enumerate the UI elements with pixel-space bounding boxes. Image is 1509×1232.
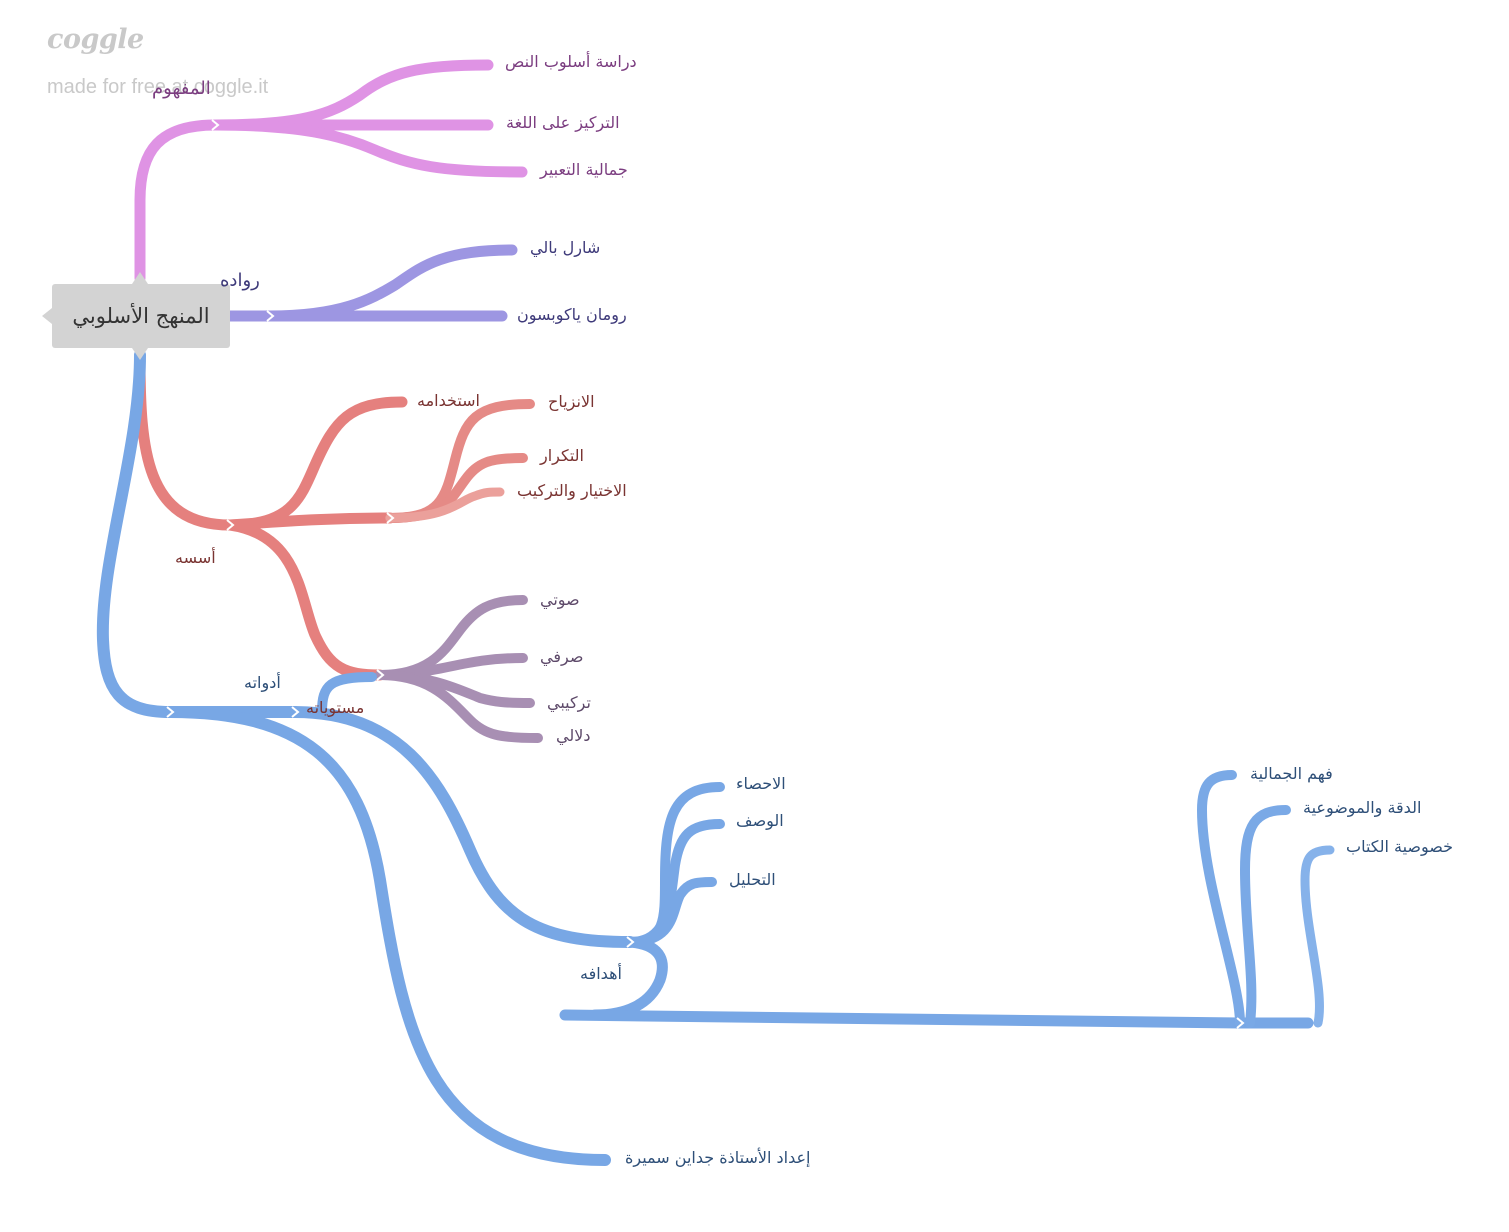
edge-foundations-levels — [224, 519, 386, 681]
node-goal-child[interactable]: فهم الجمالية — [1250, 764, 1333, 783]
edge-goals-long — [559, 1009, 1246, 1029]
node-concept-child[interactable]: دراسة أسلوب النص — [505, 52, 637, 71]
junction-marker — [376, 669, 385, 681]
node-level-child[interactable]: صرفي — [540, 647, 584, 666]
edge-tools-levels-link — [317, 672, 377, 717]
junction-marker — [386, 512, 395, 524]
node-goals[interactable]: أهدافه — [580, 964, 622, 983]
node-usage-child[interactable]: التكرار — [540, 446, 584, 465]
node-usage-child[interactable]: الانزياح — [548, 392, 595, 411]
node-founders[interactable]: رواده — [220, 270, 260, 291]
junction-marker — [266, 310, 275, 322]
node-tool-child[interactable]: الاحصاء — [736, 774, 786, 793]
edge-tools-author — [164, 706, 611, 1166]
node-level-child[interactable]: دلالي — [556, 726, 591, 745]
node-foundations[interactable]: أسسه — [175, 548, 216, 567]
coggle-logo: coggle — [47, 24, 144, 55]
node-usage[interactable]: استخدامه — [417, 391, 480, 410]
node-usage-child[interactable]: الاختيار والتركيب — [517, 481, 627, 500]
junction-marker — [226, 519, 235, 531]
node-level-child[interactable]: صوتي — [540, 590, 580, 609]
node-concept-child[interactable]: التركيز على اللغة — [506, 113, 620, 132]
edge-root-foundations — [134, 349, 236, 531]
edge-root-concept — [134, 119, 221, 284]
root-node-label: المنهج الأسلوبي — [72, 304, 210, 328]
junction-marker — [1236, 1017, 1245, 1029]
node-tool-child[interactable]: الوصف — [736, 811, 784, 830]
junction-marker — [166, 706, 175, 718]
node-tools[interactable]: أدواته — [244, 673, 281, 692]
root-node[interactable]: المنهج الأسلوبي — [52, 284, 230, 348]
edge-tools-goals — [289, 706, 636, 948]
root-top-handle — [132, 272, 148, 284]
node-founder[interactable]: شارل بالي — [530, 238, 601, 257]
node-founder[interactable]: رومان ياكوبسون — [517, 305, 627, 324]
edge-levels-semantic — [375, 670, 543, 743]
junction-marker — [626, 936, 635, 948]
node-goal-child[interactable]: خصوصية الكتاب — [1346, 837, 1454, 856]
edge-foundations-usagegroup — [224, 512, 396, 531]
root-bottom-handle — [132, 348, 148, 360]
edge-root-tools — [96, 349, 176, 718]
coggle-tagline: made for free at coggle.it — [47, 76, 269, 98]
edge-usage-selection — [385, 487, 505, 523]
root-left-handle — [42, 308, 52, 324]
edge-foundations-usage — [224, 396, 408, 531]
edge-founders-bally — [264, 244, 518, 322]
node-levels[interactable]: مستوياته — [306, 698, 365, 717]
edge-concept-aesthetics — [209, 119, 528, 178]
edge-goal-specificity — [1300, 845, 1335, 1028]
node-tool-child[interactable]: التحليل — [729, 870, 776, 889]
node-concept[interactable]: المفهوم — [152, 78, 211, 99]
junction-marker — [211, 119, 220, 131]
edge-goals-analysis — [625, 877, 717, 947]
node-level-child[interactable]: تركيبي — [547, 693, 591, 712]
junction-marker — [291, 706, 300, 718]
node-goal-child[interactable]: الدقة والموضوعية — [1303, 798, 1422, 817]
node-author[interactable]: إعداد الأستاذة جداين سميرة — [625, 1148, 811, 1167]
edge-goal-aesthetics — [1196, 770, 1245, 1028]
node-concept-child[interactable]: جمالية التعبير — [540, 160, 628, 179]
edge-goal-precision — [1239, 805, 1291, 1028]
